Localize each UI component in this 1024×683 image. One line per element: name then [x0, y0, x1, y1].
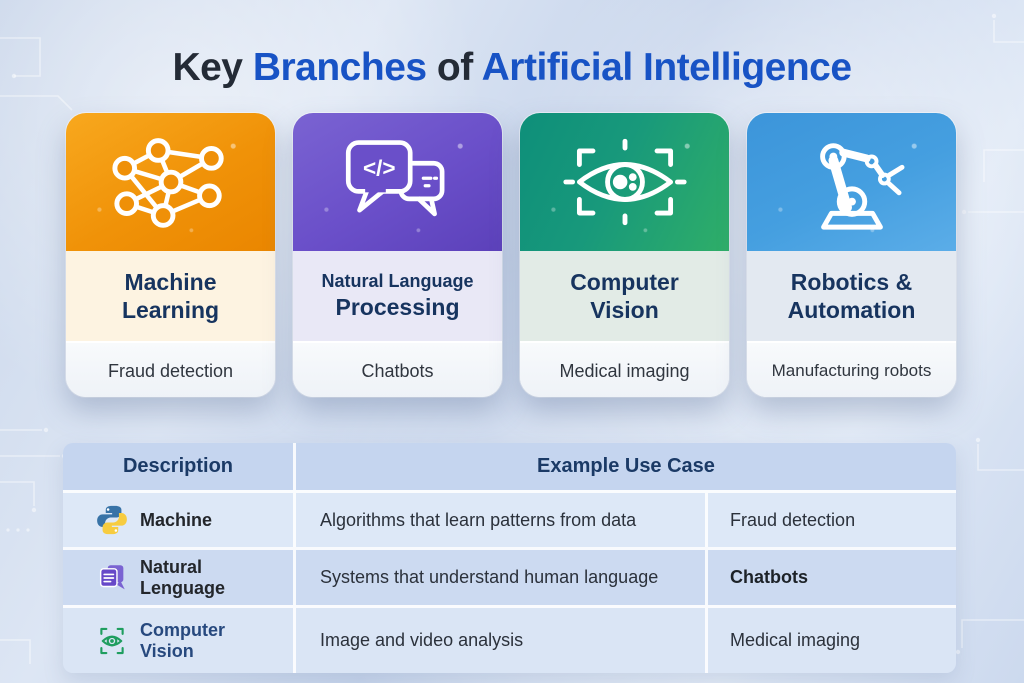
card-machine-learning-example: Fraud detection	[66, 341, 275, 397]
card-nlp-example: Chatbots	[293, 341, 502, 397]
branch-cards-row: Machine Learning Fraud detection	[66, 113, 956, 397]
table-row-computer-vision: Computer Vision Image and video analysis…	[63, 605, 956, 673]
title-word-of: of	[436, 46, 473, 89]
svg-text:</>: </>	[362, 155, 395, 180]
title-words-artificial-intelligence: Artificial Intelligence	[481, 46, 852, 89]
eye-scan-icon	[100, 627, 124, 654]
header-example-use-case: Example Use Case	[293, 443, 956, 490]
table-header-row: Description Example Use Case	[63, 443, 956, 490]
card-title-line: Machine	[124, 268, 217, 295]
row-label-vision: Vision	[140, 640, 194, 661]
python-icon	[97, 505, 127, 535]
header-description: Description	[122, 455, 234, 477]
title-word-branches: Branches	[252, 46, 427, 89]
row-description: Image and video analysis	[293, 608, 705, 673]
card-title-line: Automation	[787, 297, 916, 323]
card-nlp-header: </>	[293, 113, 502, 251]
row-description: Algorithms that learn patterns from data	[293, 493, 705, 547]
table-row-machine: Machine Algorithms that learn patterns f…	[63, 490, 956, 547]
card-computer-vision-title: Computer Vision	[520, 251, 729, 341]
row-use-case: Medical imaging	[705, 608, 956, 673]
card-robotics-example: Manufacturing robots	[747, 341, 956, 397]
card-title-line: Robotics &	[790, 268, 913, 295]
row-label-lenguage: Lenguage	[140, 577, 226, 598]
robot-arm-icon	[819, 143, 904, 230]
card-title-line: Natural Language	[321, 271, 474, 291]
card-nlp-title: Natural Language Processing	[293, 251, 502, 341]
card-computer-vision-header	[520, 113, 729, 251]
row-use-case: Fraud detection	[705, 493, 956, 547]
vision-eye-icon	[562, 138, 687, 226]
card-machine-learning-header	[66, 113, 275, 251]
card-title-line: Processing	[335, 293, 460, 320]
card-nlp: </> Natural Language Processing Chatbots	[293, 113, 502, 397]
card-robotics: Robotics & Automation Manufacturing robo…	[747, 113, 956, 397]
chat-code-icon: </>	[345, 140, 444, 217]
neural-network-icon	[111, 138, 224, 228]
table-row-natural-language: Natural Lenguage Systems that understand…	[63, 547, 956, 605]
card-machine-learning-title: Machine Learning	[66, 251, 275, 341]
card-title-line: Learning	[121, 297, 220, 323]
row-label-machine: Machine	[140, 509, 213, 530]
card-computer-vision-example: Medical imaging	[520, 341, 729, 397]
card-machine-learning: Machine Learning Fraud detection	[66, 113, 275, 397]
chat-documents-icon	[99, 564, 125, 589]
row-description: Systems that understand human language	[293, 550, 705, 605]
card-robotics-header	[747, 113, 956, 251]
row-label-computer: Computer	[140, 620, 225, 641]
card-robotics-title: Robotics & Automation	[747, 251, 956, 341]
row-label-natural: Natural	[140, 557, 203, 578]
card-title-line: Computer	[570, 268, 679, 295]
row-use-case: Chatbots	[705, 550, 956, 605]
title-word-key: Key	[172, 46, 243, 89]
comparison-table: Description Example Use Case Machine Alg…	[63, 443, 956, 673]
card-computer-vision: Computer Vision Medical imaging	[520, 113, 729, 397]
card-title-line: Vision	[590, 297, 659, 323]
page-title: Key Branches of Artificial Intelligence	[0, 46, 1024, 90]
